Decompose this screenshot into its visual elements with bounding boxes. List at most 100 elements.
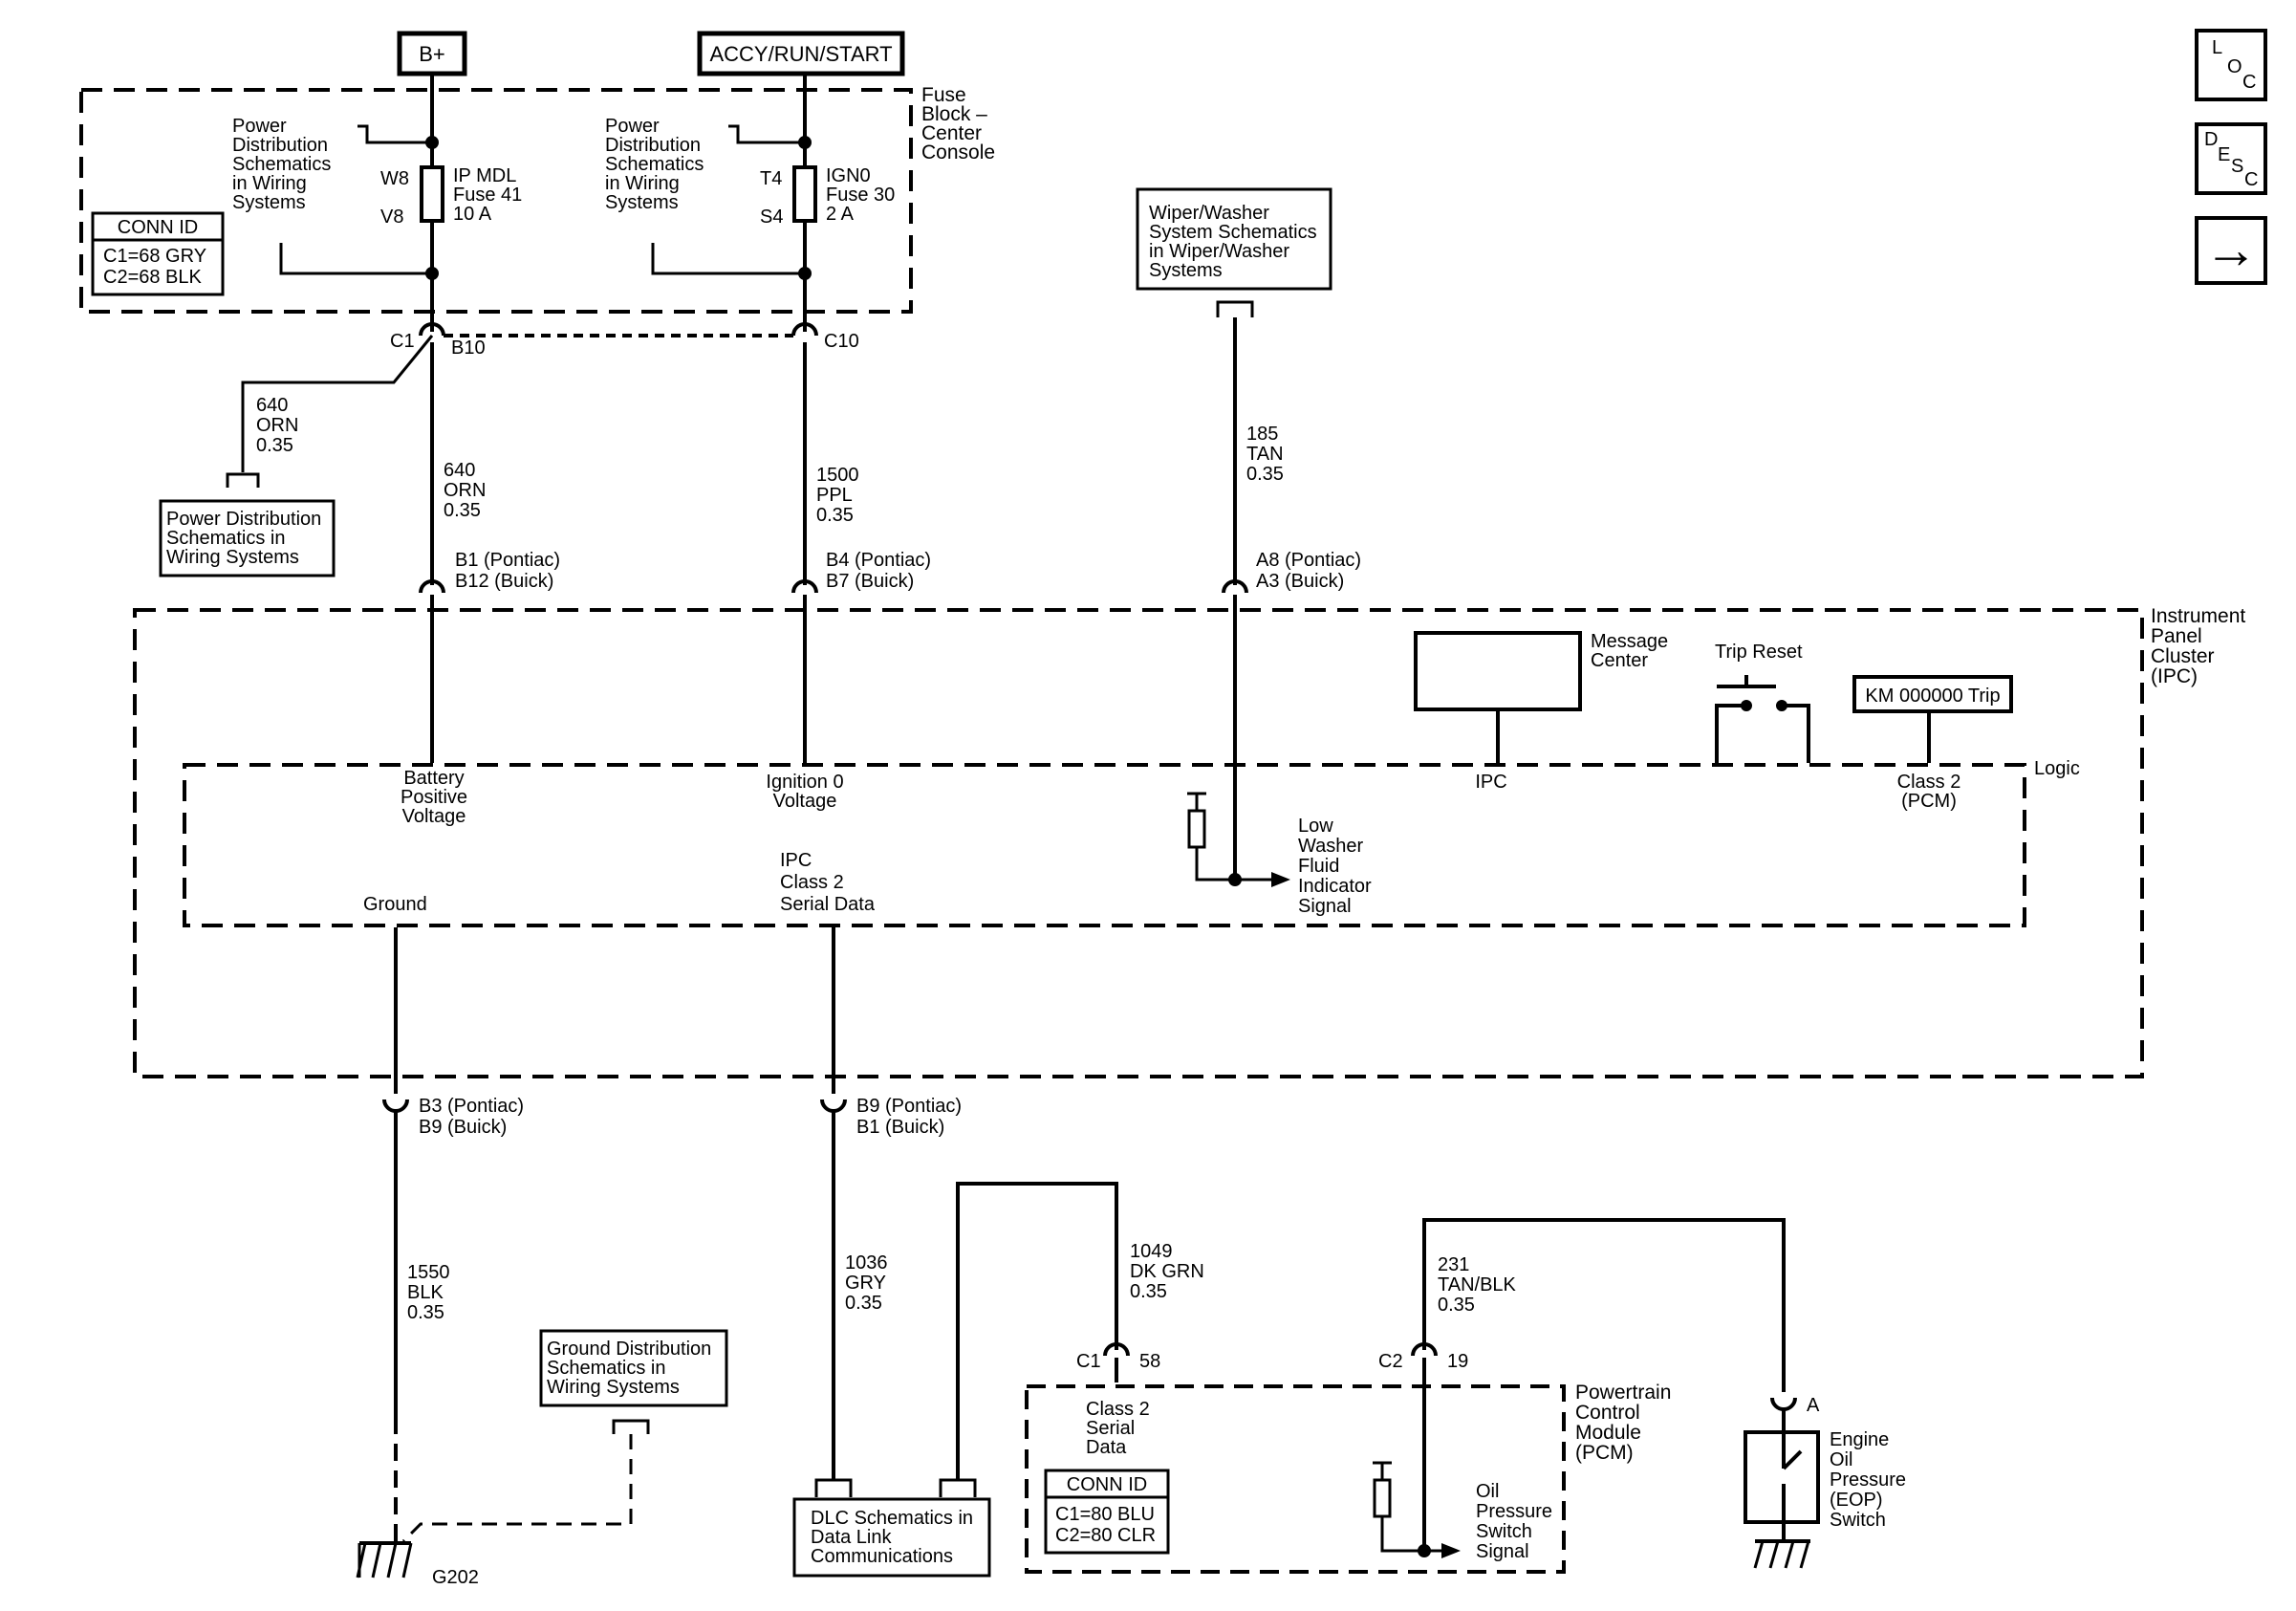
pcm-c2-label: C2: [1378, 1351, 1403, 1372]
right-ref-line-5: Systems: [605, 192, 679, 213]
battery-line-3: Voltage: [402, 806, 466, 827]
wire-1500-color: PPL: [816, 485, 853, 506]
ground-hatch: [1753, 1540, 1765, 1569]
pin-b9-pontiac: B9 (Pontiac): [856, 1096, 962, 1117]
next-button[interactable]: →: [2204, 219, 2258, 279]
wire-1049: [956, 1182, 1118, 1480]
low-washer-line-5: Signal: [1298, 896, 1352, 917]
desc-glyph-e: E: [2218, 144, 2230, 165]
low-washer-line-2: Washer: [1298, 836, 1364, 857]
ground-g202-label: G202: [432, 1567, 479, 1588]
dlc-line-1: DLC Schematics in: [811, 1508, 973, 1529]
ground-dist-line-3: Wiring Systems: [547, 1377, 680, 1398]
loc-glyph-c: C: [2242, 72, 2256, 93]
oil-line-1: Oil: [1476, 1481, 1499, 1502]
fuse30-name: IGN0: [826, 165, 871, 186]
oil-signal-line: [1380, 1516, 1443, 1553]
ground-dist-line-2: Schematics in: [547, 1358, 666, 1379]
pin-a8-pontiac: A8 (Pontiac): [1256, 550, 1361, 571]
fuse-block-title-2: Block –: [921, 103, 987, 125]
trip-reset-label: Trip Reset: [1715, 642, 1803, 663]
wire-1550-circuit: 1550: [407, 1262, 450, 1283]
ipc-title-1: Instrument: [2151, 605, 2245, 627]
fuse30-number: Fuse 30: [826, 185, 895, 206]
km-trip-box: [1852, 675, 2013, 713]
km-trip-label: KM 000000 Trip: [1865, 686, 2000, 707]
right-ref-line-4: in Wiring: [605, 173, 680, 194]
pin-b4-pontiac: B4 (Pontiac): [826, 550, 931, 571]
loc-button[interactable]: L O C: [2212, 37, 2256, 93]
fuse-block-title-4: Console: [921, 142, 995, 163]
connector-b4-symbol: [791, 579, 818, 594]
wire-640-branch-circuit: 640: [256, 395, 288, 416]
wire-1049-color: DK GRN: [1130, 1261, 1204, 1282]
dlc-line-3: Communications: [811, 1546, 953, 1567]
logic-label: Logic: [2034, 758, 2080, 779]
desc-glyph-s: S: [2231, 156, 2243, 177]
trip-reset-lead-right: [1784, 704, 1810, 763]
wire-1036-circuit: 1036: [845, 1252, 888, 1274]
battery-line-2: Positive: [401, 787, 467, 808]
wire-640-branch-size: 0.35: [256, 435, 293, 456]
desc-glyph-c: C: [2244, 169, 2258, 190]
ground-hatch: [371, 1542, 382, 1578]
left-ref-line-4: in Wiring: [232, 173, 307, 194]
right-ref-line-2: Distribution: [605, 135, 701, 156]
power-dist-line-1: Power Distribution: [166, 509, 321, 530]
wire-640-circuit: 640: [444, 460, 475, 481]
power-dist-line-3: Wiring Systems: [166, 547, 299, 568]
splice-dot: [1418, 1544, 1431, 1557]
connector-c10-label: C10: [824, 331, 859, 352]
switch-contact: [1776, 700, 1787, 711]
wire-1049-circuit: 1049: [1130, 1241, 1173, 1262]
wire-640-color: ORN: [444, 480, 486, 501]
power-dist-ref-box: [159, 499, 336, 577]
pcm-pin-58-label: 58: [1139, 1351, 1160, 1372]
pin-b1-pontiac: B1 (Pontiac): [455, 550, 560, 571]
desc-button[interactable]: D E S C: [2204, 129, 2258, 190]
wiper-line-2: System Schematics: [1149, 222, 1317, 243]
eop-pin-a-label: A: [1807, 1395, 1820, 1416]
wire-1036-color: GRY: [845, 1273, 886, 1294]
ground-hatch: [401, 1542, 413, 1578]
connector-c1-label: C1: [390, 331, 415, 352]
washer-signal-line: [1195, 847, 1271, 882]
wire-640-size: 0.35: [444, 500, 481, 521]
wiper-line-4: Systems: [1149, 260, 1223, 281]
low-washer-line-1: Low: [1298, 816, 1333, 837]
pin-b3-pontiac: B3 (Pontiac): [419, 1096, 524, 1117]
ipc-class2-line-1: IPC: [780, 850, 812, 871]
wiper-line-1: Wiper/Washer: [1149, 203, 1269, 224]
next-button-frame[interactable]: [2195, 216, 2267, 285]
arrow-right-icon[interactable]: →: [2204, 219, 2258, 279]
conn-id-title-pcm: CONN ID: [1067, 1474, 1147, 1495]
connector-b1-symbol: [419, 579, 445, 594]
eop-line-1: Engine: [1830, 1429, 1889, 1450]
wire-1500-size: 0.35: [816, 505, 854, 526]
wire-1500-circuit: 1500: [816, 465, 859, 486]
connector-b3-symbol: [382, 1099, 409, 1113]
wire-640-branch-color: ORN: [256, 415, 298, 436]
conn-id-box-fuse-block: [91, 211, 225, 296]
pcm-title-2: Control: [1575, 1402, 1640, 1424]
connector-a-symbol: [1770, 1397, 1797, 1411]
conn-id-c1-pcm: C1=80 BLU: [1055, 1504, 1155, 1525]
pullup-resistor: [1373, 1478, 1392, 1518]
wire-1036-size: 0.35: [845, 1293, 882, 1314]
pin-b9-buick: B9 (Buick): [419, 1117, 507, 1138]
desc-button-frame[interactable]: [2195, 122, 2267, 195]
oil-line-2: Pressure: [1476, 1501, 1552, 1522]
ref-lead: [279, 243, 432, 275]
pcm-class2-line-3: Data: [1086, 1437, 1127, 1458]
ref-bracket: [1216, 300, 1254, 317]
loc-button-frame[interactable]: [2195, 29, 2267, 101]
fuse-41-symbol: [420, 165, 444, 223]
conn-id-c2-pcm: C2=80 CLR: [1055, 1525, 1156, 1546]
pin-b7-buick: B7 (Buick): [826, 571, 914, 592]
ref-lead: [728, 124, 805, 144]
left-ref-line-1: Power: [232, 116, 287, 137]
pcm-c1-label: C1: [1076, 1351, 1101, 1372]
ground-hatch: [1784, 1540, 1795, 1569]
